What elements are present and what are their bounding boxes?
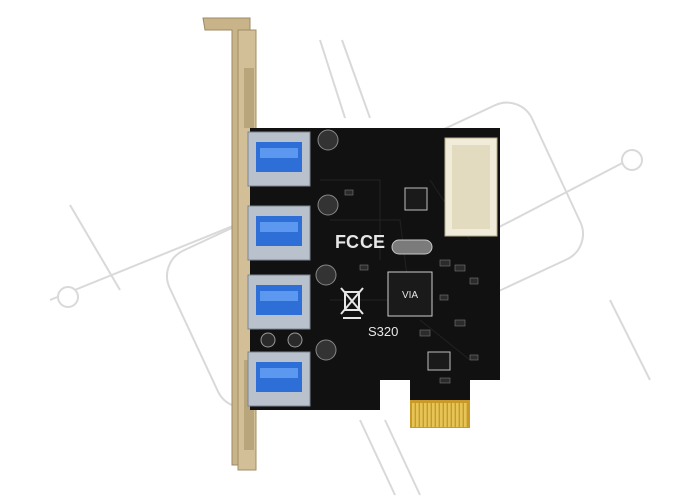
gold-finger (448, 403, 451, 427)
model-marking: S320 (368, 324, 398, 339)
capacitor (260, 332, 276, 348)
usb-ports (247, 131, 311, 407)
crystal-oscillator (391, 239, 433, 255)
secondary-chip (404, 187, 428, 211)
regulator-chip (427, 351, 451, 371)
ce-mark: CE (360, 232, 385, 252)
watermark-dot (621, 149, 643, 171)
gold-finger (420, 403, 423, 427)
capacitor (315, 339, 337, 361)
watermark-line (609, 299, 651, 381)
watermark-line (69, 204, 121, 291)
gold-finger (412, 403, 415, 427)
watermark-dot (57, 286, 79, 308)
pcb-board (250, 128, 500, 420)
power-connector (444, 137, 498, 237)
capacitor (315, 264, 337, 286)
capacitor (317, 129, 339, 151)
usb-port-1 (247, 131, 311, 187)
gold-finger (424, 403, 427, 427)
smd-components (344, 189, 479, 384)
gold-finger (444, 403, 447, 427)
gold-finger (436, 403, 439, 427)
usb-port-3 (247, 274, 311, 330)
gold-finger (456, 403, 459, 427)
fc-mark: FC (335, 232, 359, 252)
capacitor (317, 194, 339, 216)
gold-finger (432, 403, 435, 427)
gold-finger (416, 403, 419, 427)
weee-icon (340, 287, 364, 319)
chip-label: VIA (402, 290, 418, 301)
gold-finger (464, 403, 467, 427)
capacitors (260, 129, 339, 361)
board-markings: FC CE S320 (335, 232, 398, 339)
watermark-line (384, 419, 421, 496)
watermark-line (359, 419, 396, 496)
watermark-line (319, 39, 346, 119)
watermark-line (341, 39, 371, 119)
gold-finger (460, 403, 463, 427)
usb-port-2 (247, 205, 311, 261)
gold-finger (440, 403, 443, 427)
watermark-line (49, 214, 261, 301)
pcie-connector (410, 400, 470, 428)
gold-finger (452, 403, 455, 427)
usb-port-4 (247, 351, 311, 407)
gold-finger (428, 403, 431, 427)
controller-chip: VIA (387, 271, 433, 317)
capacitor (287, 332, 303, 348)
